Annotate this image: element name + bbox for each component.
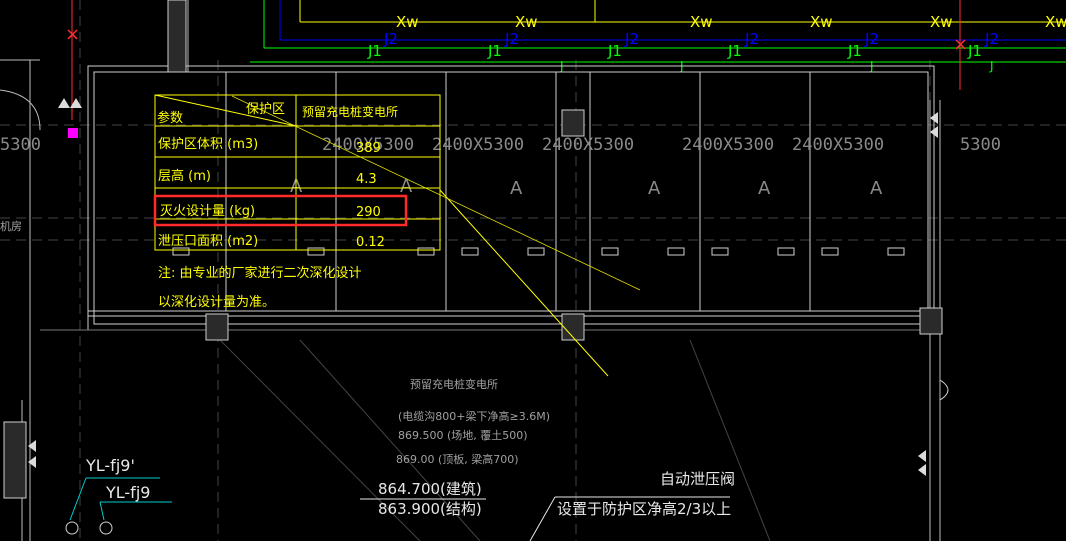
j1-label: J1 bbox=[487, 42, 502, 60]
j1-label: J1 bbox=[607, 42, 622, 60]
dimension-labels: 5300 2400X5300 2400X5300 2400X5300 2400X… bbox=[0, 135, 1001, 155]
xw-label: Xw bbox=[1045, 13, 1066, 31]
xw-label: Xw bbox=[810, 13, 833, 31]
dim-cell: 2400X5300 bbox=[792, 135, 884, 155]
highlight-box bbox=[153, 194, 408, 227]
dim-cell: 2400X5300 bbox=[432, 135, 524, 155]
zone-marks: A A A A A A bbox=[290, 176, 883, 199]
elevation-text: 864.700(建筑) 863.900(结构) 自动泄压阀 设置于防护区净高2/… bbox=[360, 470, 735, 541]
valve-title: 自动泄压阀 bbox=[660, 470, 735, 488]
pipe-lines bbox=[71, 0, 1066, 120]
field-elevation: 869.500 (场地, 覆土500) bbox=[398, 428, 528, 442]
roof-elevation: 869.00 (顶板, 梁高700) bbox=[396, 452, 519, 466]
valve-note: 设置于防护区净高2/3以上 bbox=[557, 500, 731, 518]
machine-room-label: 机房 bbox=[0, 219, 22, 233]
zone-mark: A bbox=[758, 178, 771, 199]
j2-label: J2 bbox=[383, 30, 398, 48]
j2-label: J2 bbox=[864, 30, 879, 48]
cable-note: (电缆沟800+梁下净高≥3.6M) bbox=[398, 409, 550, 423]
xw-label: Xw bbox=[690, 13, 713, 31]
zone-mark: A bbox=[510, 178, 523, 199]
room-notes: 机房 预留充电桩变电所 (电缆沟800+梁下净高≥3.6M) 869.500 (… bbox=[0, 219, 550, 466]
zone-mark: A bbox=[648, 178, 661, 199]
j1-label: J1 bbox=[727, 42, 742, 60]
yl-labels: YL-fj9' YL-fj9 bbox=[65, 456, 172, 535]
table-row-value: 290 bbox=[356, 205, 381, 220]
xw-label: Xw bbox=[396, 13, 419, 31]
j1-label: J1 bbox=[367, 42, 382, 60]
table-row-label: 层高 (m) bbox=[158, 168, 211, 184]
table-row-label: 保护区体积 (m3) bbox=[158, 137, 258, 152]
table-header-zone: 保护区 bbox=[246, 102, 285, 117]
yl-label-2: YL-fj9 bbox=[105, 483, 150, 502]
j-label: J bbox=[989, 59, 994, 73]
yl-label-1: YL-fj9' bbox=[85, 456, 135, 475]
struct-elevation: 863.900(结构) bbox=[378, 500, 482, 518]
table-row-label: 泄压口面积 (m2) bbox=[158, 234, 258, 249]
parameter-table bbox=[154, 94, 441, 251]
table-note-1: 注: 由专业的厂家进行二次深化设计 bbox=[158, 265, 362, 281]
columns bbox=[3, 0, 943, 499]
zone-mark: A bbox=[870, 178, 883, 199]
table-row-value: 0.12 bbox=[356, 235, 385, 250]
arch-elevation: 864.700(建筑) bbox=[378, 480, 482, 498]
device-icons bbox=[28, 98, 949, 476]
table-header-param: 参数 bbox=[157, 110, 183, 126]
xw-label: Xw bbox=[515, 13, 538, 31]
j2-label: J2 bbox=[504, 30, 519, 48]
dim-right: 5300 bbox=[960, 135, 1001, 155]
j1-label: J1 bbox=[847, 42, 862, 60]
table-note-2: 以深化设计量为准。 bbox=[158, 295, 275, 310]
j2-label: J2 bbox=[744, 30, 759, 48]
table-text: 参数 保护区 预留充电桩变电所 保护区体积 (m3) 389 层高 (m) 4.… bbox=[157, 102, 398, 310]
table-row-label: 灭火设计量 (kg) bbox=[160, 204, 255, 219]
j1-label: J1 bbox=[967, 42, 982, 60]
dim-cell: 2400X5300 bbox=[542, 135, 634, 155]
table-row-value: 389 bbox=[356, 141, 381, 156]
j2-label: J2 bbox=[984, 30, 999, 48]
dim-left: 5300 bbox=[0, 135, 41, 155]
table-header-value: 预留充电桩变电所 bbox=[302, 104, 398, 119]
vents bbox=[172, 247, 905, 256]
leader-lines bbox=[154, 94, 641, 377]
x-mark: × bbox=[953, 34, 968, 55]
j2-label: J2 bbox=[624, 30, 639, 48]
zone-mark: A bbox=[400, 176, 413, 197]
table-row-value: 4.3 bbox=[356, 172, 377, 187]
xw-label: Xw bbox=[930, 13, 953, 31]
x-mark: × bbox=[65, 24, 80, 45]
room-title: 预留充电桩变电所 bbox=[410, 377, 498, 391]
pipe-labels: Xw Xw Xw Xw Xw Xw J2 J2 J2 J2 J2 J2 J1 J… bbox=[65, 13, 1066, 73]
dim-cell: 2400X5300 bbox=[682, 135, 774, 155]
